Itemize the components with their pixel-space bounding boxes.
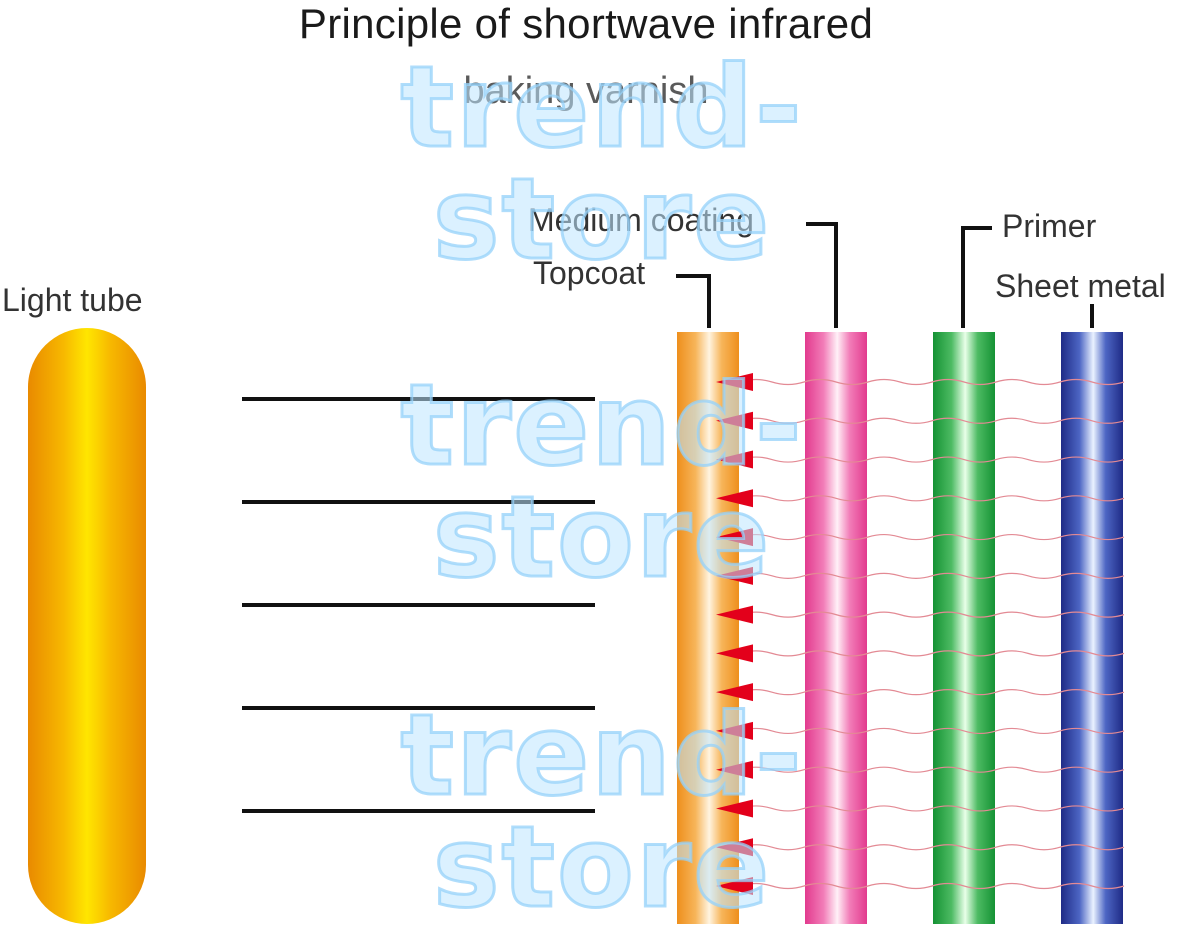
absorption-arrow xyxy=(716,760,753,779)
topcoat-label: Topcoat xyxy=(533,255,646,291)
heat-wave-line xyxy=(739,805,1125,812)
medium-coating-leader xyxy=(806,222,838,328)
absorption-arrow xyxy=(716,683,753,702)
primer-layer xyxy=(933,332,995,924)
absorption-arrow xyxy=(716,373,753,391)
sheet-metal-label: Sheet metal xyxy=(995,268,1166,304)
absorption-arrow xyxy=(716,644,753,663)
diagram-title: Principle of shortwave infrared xyxy=(298,0,874,47)
heat-wave-line xyxy=(739,689,1125,696)
leader-lines xyxy=(676,222,1094,328)
heat-wave-line xyxy=(739,456,1125,463)
heat-wave-line xyxy=(739,533,1125,541)
heat-wave-line xyxy=(739,844,1125,851)
heat-wave-line xyxy=(739,766,1125,773)
absorption-arrow xyxy=(716,411,753,430)
heat-wave-line xyxy=(739,882,1125,890)
absorption-arrow xyxy=(716,838,753,857)
absorption-arrow xyxy=(716,605,753,624)
medium-coating-label: Medium coating xyxy=(528,202,754,238)
heat-wave-line xyxy=(739,417,1125,424)
infrared-rays xyxy=(242,397,595,813)
absorption-arrow xyxy=(716,799,753,818)
diagram-subtitle: baking varnish xyxy=(463,70,709,112)
heat-wave-lines xyxy=(739,378,1125,890)
light-tube xyxy=(28,328,146,924)
heat-wave-line xyxy=(739,650,1125,657)
absorption-arrow xyxy=(716,721,753,740)
absorption-arrow xyxy=(716,450,753,469)
heat-wave-line xyxy=(739,572,1125,579)
sheet-metal-layer xyxy=(1061,332,1123,924)
absorption-arrow xyxy=(716,566,753,585)
heat-wave-line xyxy=(739,495,1125,502)
absorption-arrow xyxy=(716,528,753,547)
primer-leader xyxy=(961,226,992,328)
topcoat-leader xyxy=(676,274,711,328)
heat-wave-line xyxy=(739,611,1125,618)
primer-label: Primer xyxy=(1002,208,1097,244)
absorption-arrow xyxy=(716,489,753,508)
absorption-arrow xyxy=(716,877,753,895)
heat-wave-line xyxy=(739,378,1125,386)
absorption-arrows xyxy=(716,373,753,895)
heat-wave-line xyxy=(739,727,1125,735)
light-tube-label: Light tube xyxy=(2,282,143,318)
topcoat-layer xyxy=(677,332,739,924)
medium-coating-layer xyxy=(805,332,867,924)
